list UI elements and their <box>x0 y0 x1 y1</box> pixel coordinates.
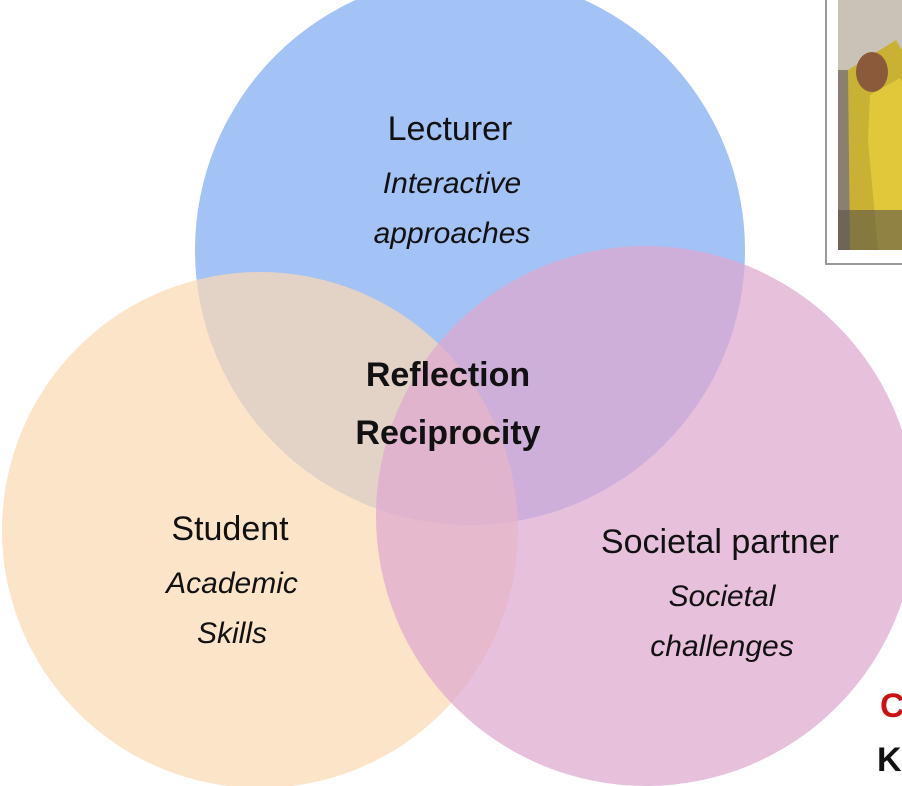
center-reciprocity: Reciprocity <box>355 414 540 452</box>
partner-title: Societal partner <box>601 523 839 561</box>
circle-partner <box>376 246 902 786</box>
student-title: Student <box>171 510 289 548</box>
lecturer-title: Lecturer <box>388 110 513 148</box>
circle-student <box>2 272 518 786</box>
student-subtitle-line2: Skills <box>197 617 267 650</box>
student-subtitle-line1: Academic <box>164 567 298 600</box>
partner-subtitle-line2: challenges <box>650 630 793 663</box>
edge-text-red: C <box>880 687 902 725</box>
lecturer-subtitle-line1: Interactive <box>383 167 521 200</box>
center-reflection: Reflection <box>366 356 530 394</box>
lecturer-subtitle-line2: approaches <box>374 217 531 250</box>
edge-text-dark: K <box>877 741 902 779</box>
partner-subtitle-line1: Societal <box>669 580 777 613</box>
photo-thumbnail <box>825 0 902 265</box>
